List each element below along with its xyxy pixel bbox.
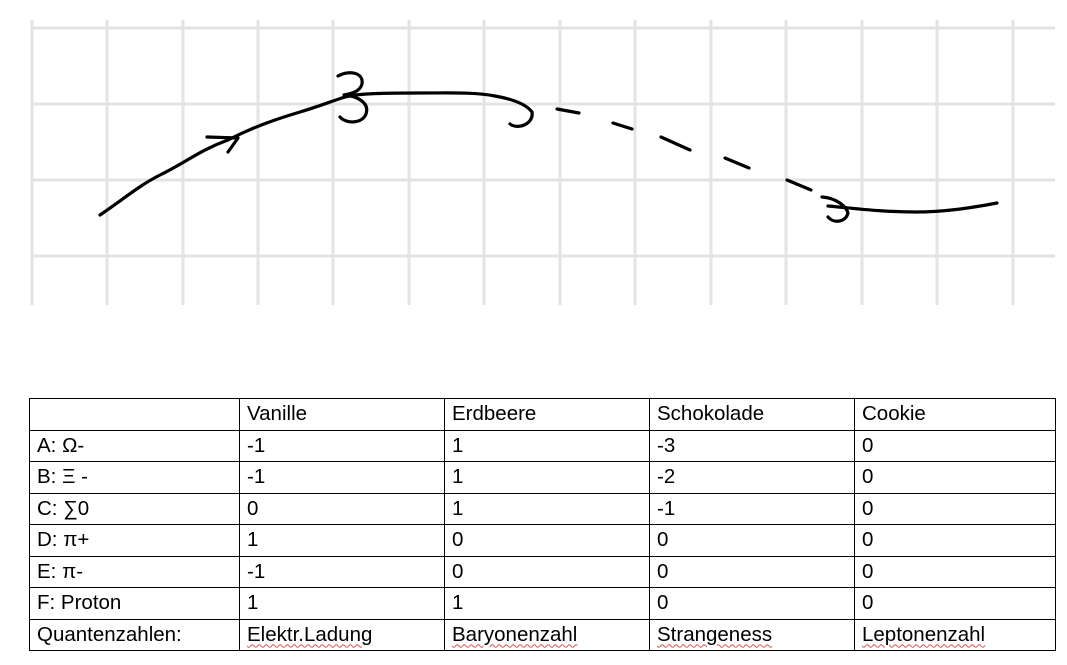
table-cell: 0: [239, 492, 445, 525]
table-cell: Schokolade: [649, 398, 855, 431]
table-row: D: π+ 1 0 0 0: [29, 524, 1056, 557]
table-cell: 0: [854, 524, 1056, 557]
cell-text: 0: [862, 433, 874, 457]
incoming-track: [98, 95, 347, 217]
cell-text: Elektr.Ladung: [247, 622, 373, 646]
table-cell: 0: [854, 492, 1056, 525]
table-cell: E: π-: [29, 555, 240, 588]
table-cell: 0: [854, 555, 1056, 588]
table-cell: Cookie: [854, 398, 1056, 431]
vertex-curl-1: [336, 71, 369, 124]
cell-text: 1: [247, 528, 259, 551]
table-cell: -2: [649, 461, 855, 494]
cell-text: 1: [452, 433, 464, 457]
cell-text: 0: [452, 559, 464, 583]
quantum-numbers-table: Vanille Erdbeere Schokolade Cookie A: Ω- -1 1 -…: [29, 398, 1056, 651]
cell-text: Erdbeere: [452, 402, 537, 425]
cell-text: 1: [452, 591, 464, 614]
table-cell: D: π+: [29, 524, 240, 557]
cell-text: 1: [452, 496, 464, 520]
cell-text: Leptonenzahl: [862, 622, 986, 646]
cell-text: -2: [657, 465, 676, 488]
cell-text: B: Ξ -: [37, 465, 88, 488]
cell-text: -1: [657, 496, 676, 520]
table-cell: B: Ξ -: [29, 461, 240, 494]
charged-track-1: [343, 91, 497, 99]
charged-track-2: [826, 201, 999, 214]
table-cell: 0: [854, 587, 1056, 620]
table-row: C: ∑0 0 1 -1 0: [29, 492, 1056, 525]
table-cell: -1: [239, 461, 445, 494]
table-cell: A: Ω-: [29, 429, 240, 462]
cell-text: D: π+: [37, 528, 90, 551]
table-cell: 1: [444, 492, 650, 525]
table-cell: [29, 398, 240, 431]
table-cell: 1: [444, 461, 650, 494]
table-cell: 0: [444, 555, 650, 588]
cell-text: Baryonenzahl: [452, 622, 578, 646]
table-row: F: Proton 1 1 0 0: [29, 587, 1056, 620]
ink-strokes: [98, 71, 999, 223]
table-cell: 1: [239, 524, 445, 557]
cell-text: -1: [247, 433, 266, 457]
table-cell: Elektr.Ladung: [239, 618, 445, 651]
table-row: E: π- -1 0 0 0: [29, 555, 1056, 588]
cell-text: 0: [657, 559, 669, 583]
cell-text: -1: [247, 559, 266, 583]
vertex-curl-2: [493, 94, 534, 128]
cell-text: 0: [657, 528, 669, 551]
table-cell: -1: [239, 429, 445, 462]
table-cell: Quantenzahlen:: [29, 618, 240, 651]
cell-text: 1: [247, 591, 259, 614]
direction-arrow: [205, 135, 240, 154]
cell-text: 0: [862, 591, 874, 614]
cell-text: Schokolade: [657, 402, 765, 425]
cell-text: 0: [862, 559, 874, 583]
table-cell: 0: [649, 524, 855, 557]
cell-text: -1: [247, 465, 266, 488]
cell-text: F: Proton: [37, 591, 122, 614]
cell-text: A: Ω-: [37, 433, 85, 457]
cell-text: 0: [247, 496, 259, 520]
table-cell: -1: [649, 492, 855, 525]
table-cell: Vanille: [239, 398, 445, 431]
table-cell: F: Proton: [29, 587, 240, 620]
table-cell: 1: [239, 587, 445, 620]
table-cell: C: ∑0: [29, 492, 240, 525]
table-cell: Strangeness: [649, 618, 855, 651]
table-cell: 0: [854, 461, 1056, 494]
cell-text: 1: [452, 465, 464, 488]
footer-row: Quantenzahlen: Elektr.Ladung Baryonenzahl S…: [29, 618, 1056, 651]
cell-text: 0: [862, 528, 874, 551]
table-cell: Baryonenzahl: [444, 618, 650, 651]
cell-text: 0: [657, 591, 669, 614]
table-cell: -3: [649, 429, 855, 462]
table-cell: -1: [239, 555, 445, 588]
table-row: B: Ξ - -1 1 -2 0: [29, 461, 1056, 494]
neutral-dashed-track: [555, 107, 813, 192]
cell-text: E: π-: [37, 559, 84, 583]
table-cell: Leptonenzahl: [854, 618, 1056, 651]
vertex-curl-3: [820, 195, 850, 223]
cell-text: Cookie: [862, 402, 926, 425]
table-cell: Erdbeere: [444, 398, 650, 431]
cell-text: 0: [862, 465, 874, 488]
cell-text: C: ∑0: [37, 496, 90, 520]
header-row: Vanille Erdbeere Schokolade Cookie: [29, 398, 1056, 431]
table-cell: 0: [854, 429, 1056, 462]
cell-text: 0: [862, 496, 874, 520]
table-row: A: Ω- -1 1 -3 0: [29, 429, 1056, 462]
table-cell: 1: [444, 429, 650, 462]
grid: [30, 20, 1055, 305]
cell-text: Quantenzahlen:: [37, 622, 182, 646]
cell-text: Strangeness: [657, 622, 773, 646]
table-cell: 0: [444, 524, 650, 557]
particle-track-sketch: [30, 20, 1055, 305]
cell-text: -3: [657, 433, 676, 457]
table-cell: 0: [649, 587, 855, 620]
table-cell: 1: [444, 587, 650, 620]
cell-text: 0: [452, 528, 464, 551]
table-cell: 0: [649, 555, 855, 588]
cell-text: Vanille: [247, 402, 308, 425]
